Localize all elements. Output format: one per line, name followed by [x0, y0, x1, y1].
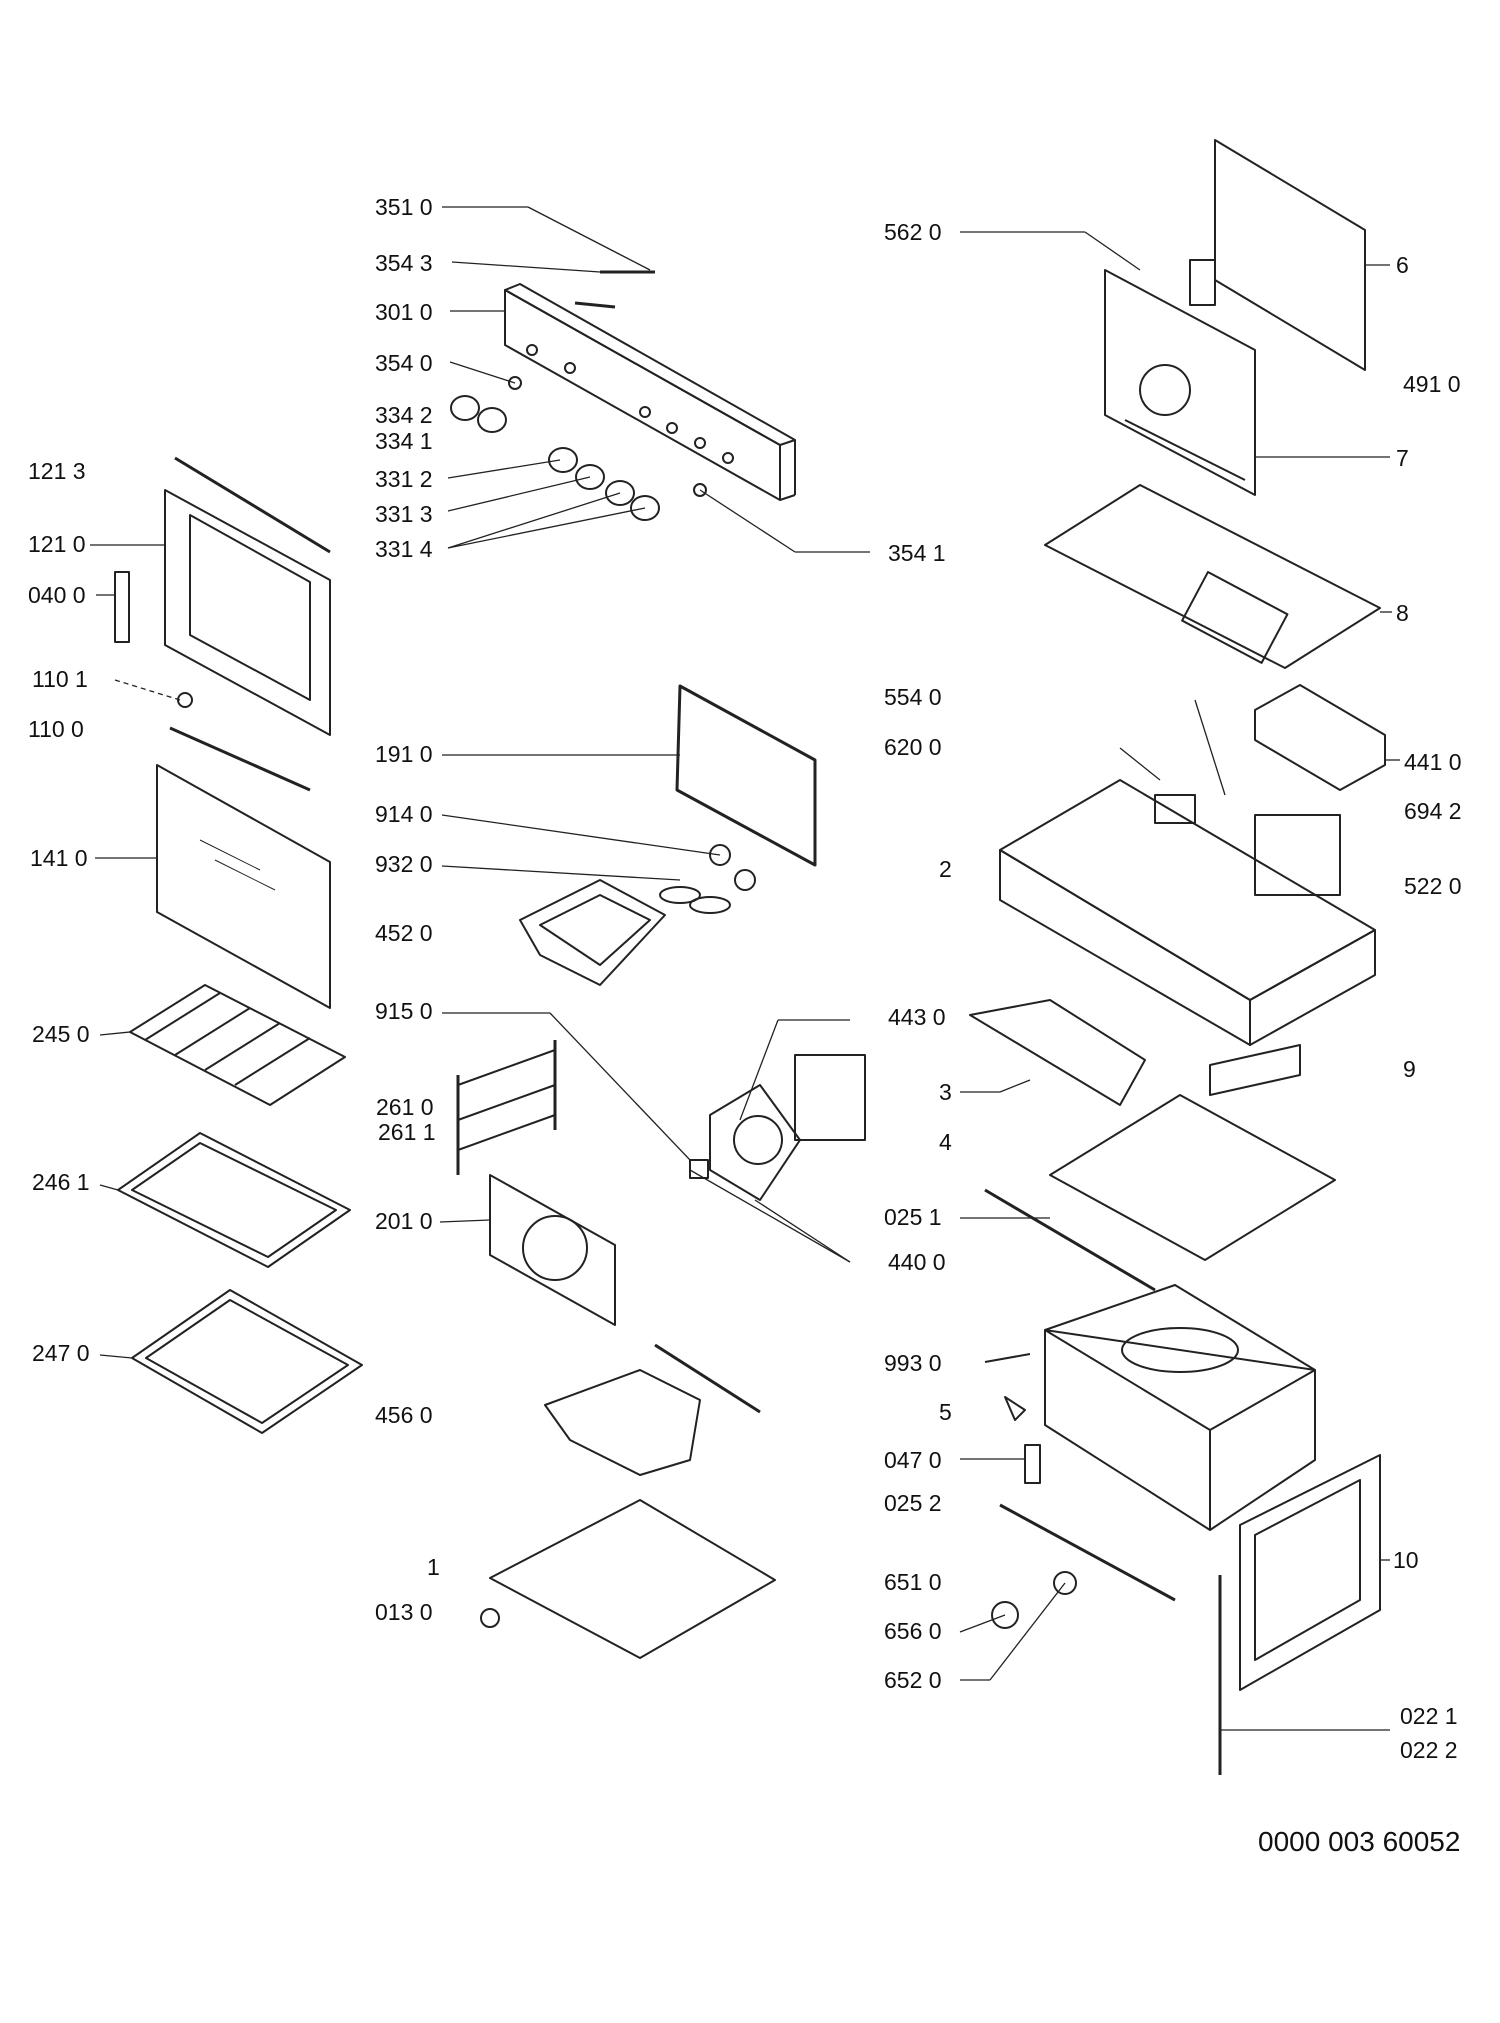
small-parts [984, 1353, 1077, 1629]
callout-246-1: 246 1 [32, 1169, 90, 1195]
callout-354-0: 354 0 [375, 350, 433, 376]
callout-334-1: 334 1 [375, 428, 433, 454]
oven-door [114, 456, 331, 1009]
callout-351-0: 351 0 [375, 194, 433, 220]
callout-110-1: 110 1 [32, 666, 88, 692]
callout-013-0: 013 0 [375, 1599, 433, 1625]
foot [480, 1608, 500, 1628]
callout-8: 8 [1396, 600, 1409, 626]
leader-lines [90, 206, 1400, 1731]
callout-245-0: 245 0 [32, 1021, 90, 1047]
wire-rack [129, 984, 346, 1106]
side-rails [456, 1040, 557, 1175]
callout-554-0: 554 0 [884, 684, 942, 710]
top-cover [1044, 484, 1381, 669]
callout-201-0: 201 0 [375, 1208, 433, 1234]
callout-522-0: 522 0 [1404, 873, 1462, 899]
side-door [1218, 1454, 1381, 1775]
callout-191-0: 191 0 [375, 741, 433, 767]
callout-121-0: 121 0 [28, 531, 86, 557]
callout-121-3: 121 3 [28, 458, 86, 484]
callout-6: 6 [1396, 252, 1409, 278]
callout-022-2: 022 2 [1400, 1737, 1458, 1763]
callout-620-0: 620 0 [884, 734, 942, 760]
callout-7: 7 [1396, 445, 1409, 471]
callout-3: 3 [939, 1079, 952, 1105]
callout-5: 5 [939, 1399, 952, 1425]
callout-993-0: 993 0 [884, 1350, 942, 1376]
callout-331-4: 331 4 [375, 536, 433, 562]
callout-452-0: 452 0 [375, 920, 433, 946]
callout-354-3: 354 3 [375, 250, 433, 276]
callout-932-0: 932 0 [375, 851, 433, 877]
callout-247-0: 247 0 [32, 1340, 90, 1366]
callout-491-0: 491 0 [1403, 371, 1461, 397]
door-seal [675, 684, 817, 867]
callout-261-0: 261 0 [376, 1094, 434, 1120]
control-housing [999, 779, 1376, 1046]
callout-141-0: 141 0 [30, 845, 88, 871]
callout-694-2: 694 2 [1404, 798, 1462, 824]
cooling-fan [1254, 684, 1386, 791]
callout-354-1: 354 1 [888, 540, 946, 566]
callout-652-0: 652 0 [884, 1667, 942, 1693]
callout-651-0: 651 0 [884, 1569, 942, 1595]
callout-914-0: 914 0 [375, 801, 433, 827]
callout-301-0: 301 0 [375, 299, 433, 325]
callout-025-1: 025 1 [884, 1204, 942, 1230]
callout-443-0: 443 0 [888, 1004, 946, 1030]
callout-261-1: 261 1 [378, 1119, 436, 1145]
oven-cavity [999, 1284, 1316, 1602]
callout-441-0: 441 0 [1404, 749, 1462, 775]
drip-pan [131, 1289, 363, 1434]
side-panels [969, 999, 1336, 1292]
fan-assembly [689, 1054, 866, 1201]
callout-456-0: 456 0 [375, 1402, 433, 1428]
callout-440-0: 440 0 [888, 1249, 946, 1275]
callout-562-0: 562 0 [884, 219, 942, 245]
callout-656-0: 656 0 [884, 1618, 942, 1644]
rear-fan-cover [489, 1174, 616, 1326]
callout-025-2: 025 2 [884, 1490, 942, 1516]
callout-047-0: 047 0 [884, 1447, 942, 1473]
control-panel [504, 206, 796, 501]
callout-040-0: 040 0 [28, 582, 86, 608]
grill-element [544, 1343, 761, 1476]
bottom-plate [489, 1499, 776, 1659]
callout-4: 4 [939, 1129, 952, 1155]
callout-1: 1 [427, 1554, 440, 1580]
callout-110-0: 110 0 [28, 716, 84, 742]
callout-2: 2 [939, 856, 952, 882]
heating-element [519, 844, 756, 986]
callout-022-1: 022 1 [1400, 1703, 1458, 1729]
callout-331-2: 331 2 [375, 466, 433, 492]
callout-334-2: 334 2 [375, 402, 433, 428]
baking-tray [117, 1132, 351, 1268]
document-number: 0000 003 60052 [1258, 1826, 1461, 1857]
callout-9: 9 [1403, 1056, 1416, 1082]
back-panel [1104, 139, 1366, 496]
knobs [450, 395, 660, 521]
callout-10: 10 [1393, 1547, 1419, 1573]
callout-915-0: 915 0 [375, 998, 433, 1024]
callout-331-3: 331 3 [375, 501, 433, 527]
